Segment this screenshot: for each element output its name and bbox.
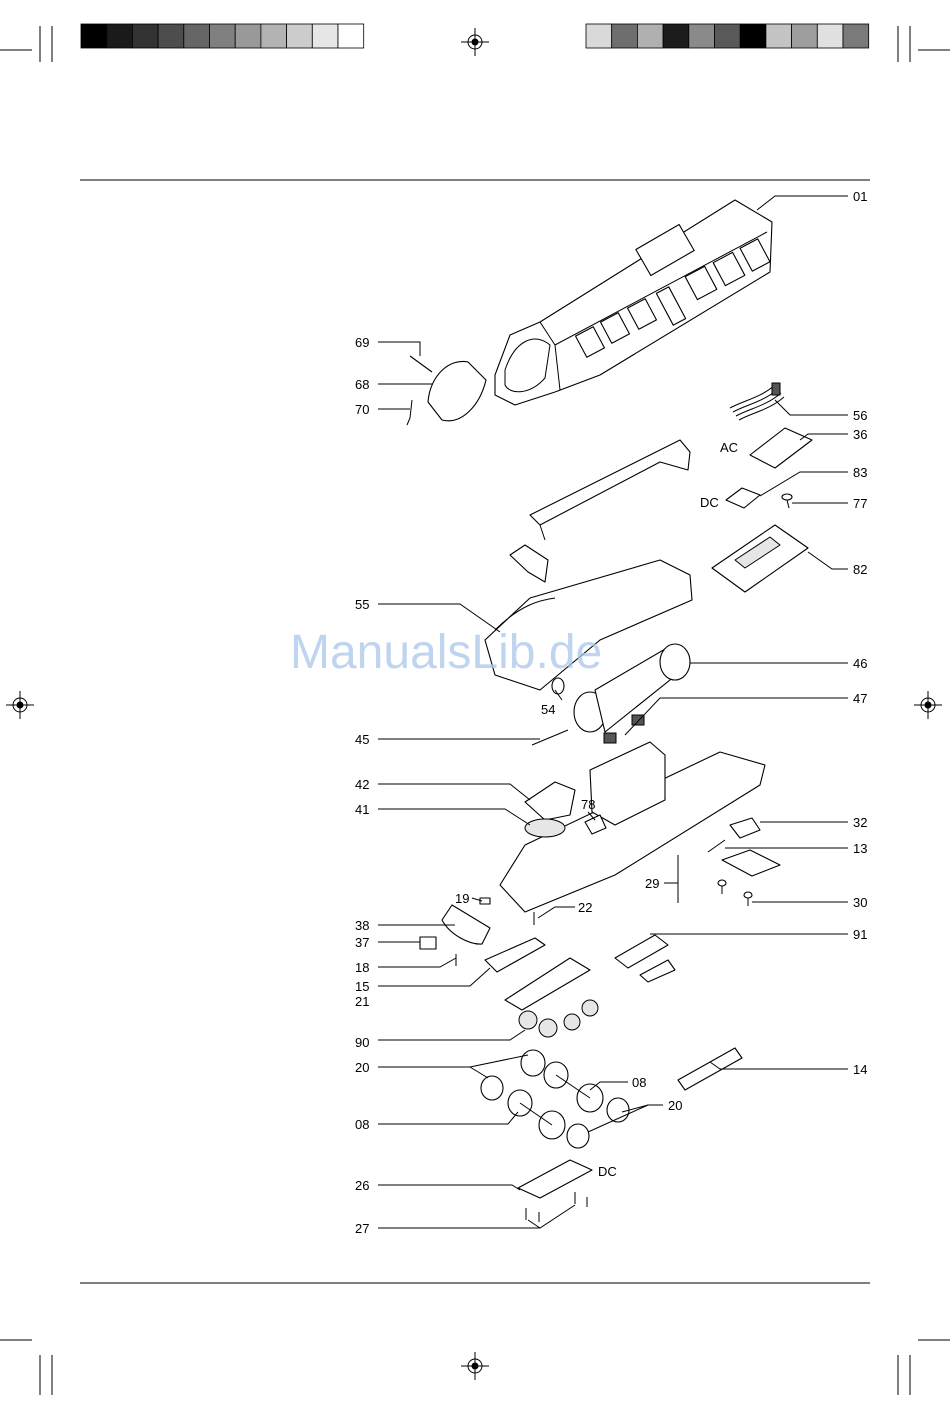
color-swatch [287,24,313,48]
callout-01: 01 [853,189,867,204]
callout-42: 42 [355,777,369,792]
color-swatch [817,24,843,48]
callout-ac: AC [720,440,738,455]
color-swatch [612,24,638,48]
color-swatch [210,24,236,48]
color-swatch [338,24,364,48]
registration-mark-right [914,691,942,719]
callout-27: 27 [355,1221,369,1236]
callout-08-left: 08 [355,1117,369,1132]
callout-15: 15 [355,979,369,994]
dc-board-part [726,488,760,508]
gears-part [519,1000,598,1037]
callout-13: 13 [853,841,867,856]
callout-29: 29 [645,876,659,891]
callout-56: 56 [853,408,867,423]
callout-26: 26 [355,1178,369,1193]
truck-frame-part [505,958,590,1010]
color-swatch [843,24,869,48]
callout-21: 21 [355,994,369,1009]
callout-90: 90 [355,1035,369,1050]
callout-38: 38 [355,918,369,933]
screw-30 [718,880,752,906]
print-marks [0,24,950,1395]
registration-mark-bottom [461,1352,489,1380]
color-swatch [792,24,818,48]
shaft-part [532,730,568,745]
color-swatch [740,24,766,48]
callout-83: 83 [853,465,867,480]
color-bar-left [81,24,364,48]
wheelsets-part [481,1050,629,1148]
callout-78: 78 [581,797,595,812]
callout-08-right: 08 [632,1075,646,1090]
color-swatch [766,24,792,48]
registration-mark-top [461,28,489,56]
color-swatch [158,24,184,48]
callout-77: 77 [853,496,867,511]
callout-14: 14 [853,1062,867,1077]
callout-47: 47 [853,691,867,706]
callout-dc-top: DC [700,495,719,510]
callout-69: 69 [355,335,369,350]
body-shell-part [495,200,772,405]
ac-board-part [750,428,812,468]
color-swatch [663,24,689,48]
color-bar-right [586,24,869,48]
color-swatch [81,24,107,48]
color-swatch [689,24,715,48]
color-swatch [312,24,338,48]
callout-41: 41 [355,802,369,817]
color-swatch [586,24,612,48]
callout-46: 46 [853,656,867,671]
callout-20-right: 20 [668,1098,682,1113]
callout-91: 91 [853,927,867,942]
front-lens-part [428,361,486,420]
color-swatch [184,24,210,48]
watermark: ManualsLib.de [290,626,602,679]
registration-mark-left [6,691,34,719]
color-swatch [107,24,133,48]
callout-dc-bottom: DC [598,1164,617,1179]
callout-55: 55 [355,597,369,612]
callout-82: 82 [853,562,867,577]
upper-frame-part [530,440,690,525]
callout-19: 19 [455,891,469,906]
callout-36: 36 [853,427,867,442]
callout-68: 68 [355,377,369,392]
base-plate-part [518,1160,592,1198]
callout-18: 18 [355,960,369,975]
callout-45: 45 [355,732,369,747]
callout-30: 30 [853,895,867,910]
callout-20-left: 20 [355,1060,369,1075]
callout-70: 70 [355,402,369,417]
callout-32: 32 [853,815,867,830]
callout-22: 22 [578,900,592,915]
screw-77 [782,494,792,508]
color-swatch [715,24,741,48]
worm-gear-part [525,819,565,837]
callout-54: 54 [541,702,555,717]
color-swatch [132,24,158,48]
color-swatch [637,24,663,48]
color-swatch [261,24,287,48]
color-swatch [235,24,261,48]
callout-37: 37 [355,935,369,950]
